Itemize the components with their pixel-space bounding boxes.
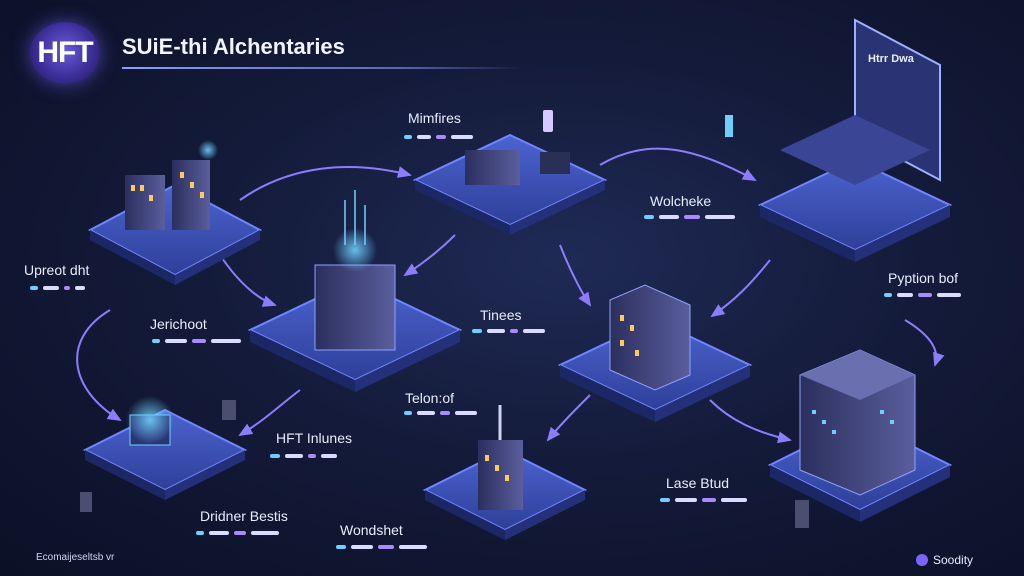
page-title: SUiE-thi Alchentaries xyxy=(122,34,345,59)
node-dots-pyption xyxy=(884,292,961,298)
node-pyption-platform: Htrr Dwa xyxy=(725,18,953,262)
laptop-screen-text: Htrr Dwa xyxy=(868,53,915,65)
node-dots-jerichoot xyxy=(152,338,241,344)
node-label-jerichoot[interactable]: Jerichoot xyxy=(150,316,207,332)
node-label-times[interactable]: Tinees xyxy=(480,307,522,323)
node-hft-platform xyxy=(80,396,248,512)
brand-dot-icon xyxy=(916,554,928,566)
node-wondshet-platform xyxy=(422,405,588,540)
node-jerichoot-platform xyxy=(247,190,463,392)
node-dots-lase xyxy=(660,497,747,503)
node-lase-platform xyxy=(767,349,953,528)
arrow-6 xyxy=(710,259,771,318)
node-dots-upreot xyxy=(30,285,85,291)
node-label-telonof[interactable]: Telon:of xyxy=(405,390,455,406)
node-dots-telonof xyxy=(404,410,477,416)
arrow-5 xyxy=(559,244,592,307)
arrow-8 xyxy=(238,389,301,437)
node-dots-wolcheke xyxy=(644,214,735,220)
node-upreot-platform xyxy=(87,140,263,285)
arrow-4 xyxy=(599,147,757,181)
app-logo: HFT xyxy=(30,22,100,84)
node-label-pyption[interactable]: Pyption bof xyxy=(888,270,959,286)
arrow-9 xyxy=(709,399,792,444)
node-mimfires-platform xyxy=(412,110,608,235)
node-label-wolcheke[interactable]: Wolcheke xyxy=(650,193,712,209)
arrow-10 xyxy=(546,394,591,442)
arrow-2 xyxy=(219,254,277,307)
footer-brand-label: Soodity xyxy=(933,553,974,567)
node-dots-wondshet xyxy=(336,544,427,550)
node-times-platform xyxy=(557,284,753,422)
arrow-1 xyxy=(239,166,412,201)
footer-credit: Ecomaijeseltsb vr xyxy=(36,552,115,563)
node-label-hft[interactable]: HFT Inlunes xyxy=(276,430,352,446)
node-dots-times xyxy=(472,328,545,334)
node-label-dridner[interactable]: Dridner Bestis xyxy=(200,508,288,524)
arrow-11 xyxy=(904,319,945,367)
node-dots-hft xyxy=(270,453,337,459)
title-divider xyxy=(122,67,522,69)
node-dots-mimfires xyxy=(404,134,473,140)
node-label-lase[interactable]: Lase Btud xyxy=(666,475,730,491)
arrow-7 xyxy=(76,309,122,422)
node-label-upreot[interactable]: Upreot dht xyxy=(24,262,90,278)
node-label-wondshet[interactable]: Wondshet xyxy=(340,522,403,538)
node-dots-dridner xyxy=(196,530,279,536)
arrow-3 xyxy=(403,234,456,277)
node-label-mimfires[interactable]: Mimfires xyxy=(408,110,461,126)
footer-brand: Soodity xyxy=(916,553,973,567)
